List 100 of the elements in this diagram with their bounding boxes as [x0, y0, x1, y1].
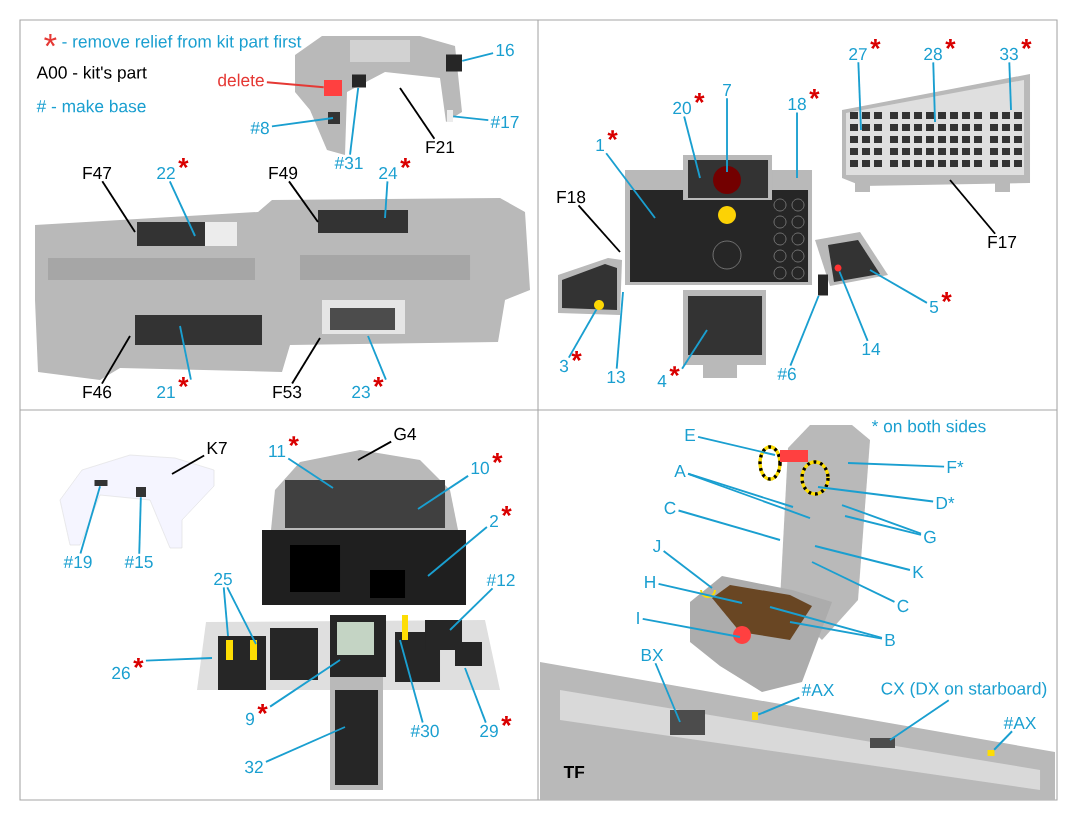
leader-line — [838, 270, 869, 342]
decal-part — [136, 487, 146, 497]
leader-line — [757, 696, 801, 716]
callout-label: 28 — [924, 47, 942, 61]
callout-label: 24 — [379, 166, 398, 180]
callout-label: 7 — [723, 84, 731, 96]
callout-label: H — [645, 576, 655, 588]
leader-line — [1008, 61, 1012, 111]
callout-label: G — [924, 530, 936, 544]
instruction-text: - remove relief from kit part first — [62, 34, 302, 52]
callout-label: 3 — [559, 359, 569, 373]
callout-label: 21 — [157, 385, 175, 399]
leader-line — [687, 472, 811, 519]
leader-line — [291, 337, 321, 385]
decal-part — [987, 750, 995, 756]
decal-part — [352, 74, 366, 88]
callout-label: 27 — [849, 47, 867, 61]
callout-label: 14 — [862, 343, 881, 355]
callout-label: #12 — [486, 573, 515, 587]
asterisk: * — [694, 93, 705, 103]
leader-line — [417, 474, 470, 510]
callout-label: 23 — [352, 385, 370, 399]
leader-line — [814, 545, 911, 571]
callout-label: BX — [641, 649, 664, 661]
leader-line — [932, 61, 936, 123]
callout-label: I — [637, 612, 639, 624]
callout-label: C — [664, 501, 676, 515]
asterisk: * — [133, 658, 144, 668]
callout-label: D* — [936, 497, 955, 509]
leader-line — [179, 325, 192, 381]
asterisk: * — [501, 716, 512, 726]
leader-line — [144, 657, 213, 662]
callout-label: #17 — [490, 116, 519, 128]
leader-line — [357, 440, 393, 461]
decal-part — [324, 80, 342, 96]
asterisk: * — [373, 377, 384, 387]
leader-line — [847, 462, 945, 468]
leader-line — [138, 496, 142, 555]
leader-line — [949, 179, 997, 235]
leader-line — [726, 97, 728, 173]
callout-label: J — [652, 539, 661, 553]
part-label: F47 — [83, 167, 112, 179]
leader-line — [605, 152, 656, 219]
part-label: G4 — [394, 427, 417, 441]
leader-line — [288, 180, 319, 223]
note-text: * on both sides — [871, 419, 986, 433]
leader-line — [769, 606, 883, 639]
callout-label: #15 — [124, 555, 153, 569]
instruction-text: A00 - kit's part — [36, 65, 147, 83]
asterisk: * — [44, 34, 57, 47]
knob — [594, 300, 604, 310]
leader-line — [449, 587, 494, 631]
decal-part — [94, 480, 108, 486]
leader-line — [222, 586, 229, 637]
asterisk: * — [945, 39, 956, 49]
decal-part — [752, 712, 758, 720]
leader-line — [641, 617, 741, 638]
leader-line — [461, 52, 495, 62]
callout-label: 33 — [1000, 47, 1018, 61]
callout-label: 5 — [929, 300, 939, 314]
leader-line — [168, 180, 196, 237]
leader-line — [869, 269, 928, 304]
asterisk: * — [571, 351, 582, 361]
callout-label: E — [685, 429, 696, 441]
asterisk: * — [1021, 39, 1032, 49]
asterisk: * — [178, 377, 189, 387]
part-label: F53 — [273, 385, 302, 399]
part-label: K7 — [207, 442, 227, 454]
leader-line — [662, 550, 713, 589]
callout-label: 16 — [496, 43, 514, 57]
decal-part — [447, 110, 453, 122]
callout-label: 25 — [214, 572, 232, 586]
callout-label: #AX — [1003, 717, 1037, 729]
leader-line — [265, 81, 325, 89]
knob — [834, 264, 842, 272]
callout-label: #30 — [410, 724, 439, 738]
leader-line — [367, 335, 387, 381]
leader-line — [171, 454, 206, 475]
leader-line — [993, 730, 1013, 751]
instruction-text: # - make base — [36, 99, 146, 113]
leader-line — [811, 561, 896, 603]
leader-line — [101, 180, 136, 233]
callout-label: F* — [947, 461, 964, 473]
asterisk: * — [607, 130, 618, 141]
callout-label: #8 — [250, 121, 269, 135]
part-label: F17 — [988, 236, 1017, 248]
callout-label: B — [885, 634, 895, 646]
callout-label: #6 — [777, 367, 796, 381]
callout-label: 11 — [269, 445, 286, 457]
callout-label: 1 — [596, 139, 604, 151]
asterisk: * — [941, 292, 952, 302]
part-label: F18 — [557, 190, 586, 204]
leader-line — [657, 583, 743, 604]
asterisk: * — [257, 704, 268, 714]
leader-line — [683, 115, 701, 179]
callout-label: CX (DX on starboard) — [881, 681, 1047, 699]
callout-label: 29 — [480, 724, 498, 738]
callout-label: 22 — [157, 166, 175, 180]
instruction-label: delete — [218, 73, 264, 87]
leader-line — [270, 117, 334, 128]
